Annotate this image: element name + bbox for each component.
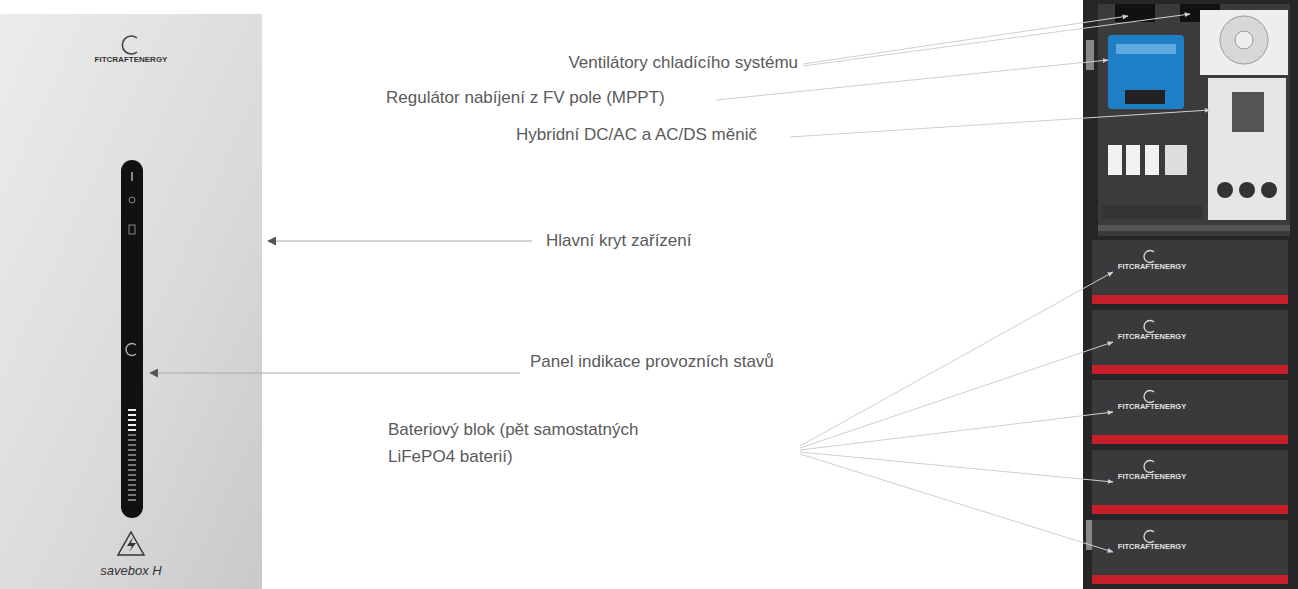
rail (1098, 225, 1290, 231)
part-label: Hlavní kryt zařízení (546, 227, 692, 254)
brand-text: FITCRAFTENERGY (1116, 263, 1188, 271)
part-label: Ventilátory chladícího systému (568, 49, 798, 76)
inverter-fan (1239, 182, 1255, 198)
part-label: Bateriový blok (pět samostatných LiFePO4… (388, 416, 693, 470)
warning-sign (118, 532, 144, 555)
inverter-fan (1261, 182, 1277, 198)
inverter-fan (1217, 182, 1233, 198)
model-text: savebox H (81, 561, 181, 582)
logo-symbol (122, 36, 137, 54)
brand-text: FITCRAFTENERGY (1116, 543, 1188, 551)
toroid (1235, 31, 1253, 49)
leader-arrow (268, 241, 532, 242)
indicator-slot (121, 160, 143, 518)
battery-logos (1144, 250, 1154, 542)
leader-arrow (150, 373, 520, 374)
mppt-controller (1108, 35, 1184, 109)
part-label: Regulátor nabíjení z FV pole (MPPT) (386, 84, 665, 111)
backplate (1098, 4, 1290, 236)
toroid (1220, 16, 1268, 64)
brand-text: FITCRAFTENERGY (91, 56, 171, 65)
logo-symbol (126, 344, 136, 356)
level-bar (128, 410, 136, 500)
brand-text: FITCRAFTENERGY (1116, 333, 1188, 341)
battery-modules (1092, 240, 1288, 584)
device-cover (0, 14, 262, 589)
brand-text: FITCRAFTENERGY (1116, 473, 1188, 481)
terminal (1125, 90, 1165, 104)
part-label: Panel indikace provozních stavů (530, 348, 775, 375)
warning-sign (127, 537, 136, 552)
inverter (1208, 78, 1286, 220)
transformer-box (1200, 10, 1288, 75)
status-icons (129, 172, 135, 234)
breakers (1108, 145, 1187, 175)
leader-lines (716, 14, 1210, 552)
inverter-display (1232, 92, 1264, 132)
brand-text: FITCRAFTENERGY (1116, 403, 1188, 411)
hinge (1086, 40, 1094, 70)
terminal-strip (1102, 205, 1202, 219)
part-label: Hybridní DC/AC a AC/DS měnič (516, 121, 757, 148)
mppt-controller (1116, 44, 1176, 54)
cabinet (1083, 0, 1298, 589)
